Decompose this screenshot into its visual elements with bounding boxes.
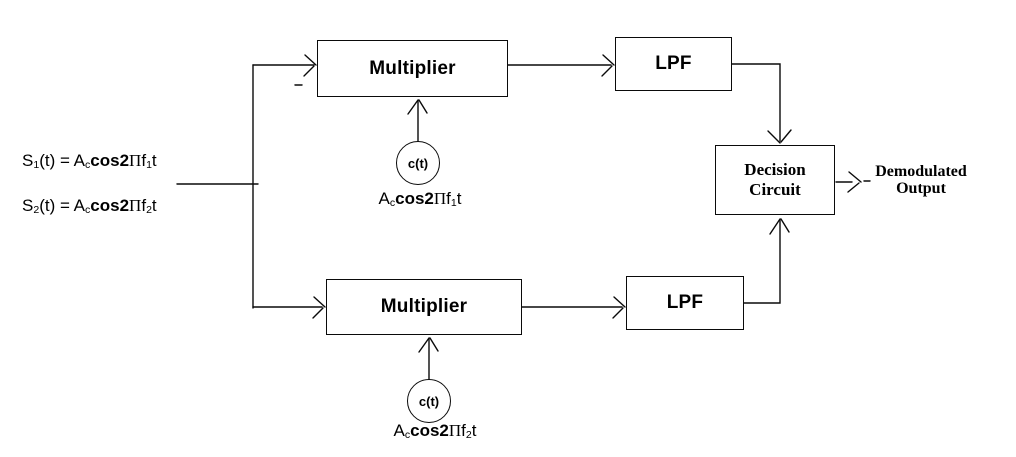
wire-multiplier-bottom-to-lpf-bottom [521,296,626,319]
carrier-formula-bottom: Accos2Πf2t [393,421,477,441]
wire-to-multiplier-bottom [252,296,326,319]
block-lpf-bottom: LPF [626,276,744,330]
carrier-node-top-label: c(t) [407,155,429,171]
wire-to-multiplier-top [252,54,317,77]
wire-multiplier-top-to-lpf-top [507,54,615,77]
block-decision-circuit-label: Decision Circuit [744,160,805,200]
carrier-node-bottom: c(t) [407,379,451,423]
wire-lpf-bottom-to-decision [743,218,790,304]
wire-lpf-top-to-decision [731,63,792,144]
wire-carrier-bottom-to-multiplier [418,337,439,380]
demodulated-output-label: Demodulated Output [866,163,976,197]
demodulated-output-line1: Demodulated [875,163,967,180]
block-multiplier-bottom: Multiplier [326,279,522,335]
decision-label-line1: Decision [744,160,806,179]
wire-carrier-top-to-multiplier [407,99,428,142]
block-lpf-bottom-label: LPF [666,292,704,313]
block-multiplier-top-label: Multiplier [369,57,456,79]
wire-decision-output [835,171,871,193]
block-lpf-top: LPF [615,37,732,91]
carrier-node-top: c(t) [396,141,440,185]
demodulated-output-line2: Output [896,180,946,197]
carrier-formula-top: Accos2Πf1t [378,189,462,209]
block-multiplier-top: Multiplier [317,40,508,97]
input-signal-s1: S1(t) = Accos2Πf1t [22,151,157,171]
decision-label-line2: Circuit [749,180,801,199]
block-lpf-top-label: LPF [655,53,692,74]
input-signal-s2: S2(t) = Accos2Πf2t [22,196,157,216]
block-multiplier-bottom-label: Multiplier [380,296,468,317]
carrier-node-bottom-label: c(t) [418,393,440,409]
block-decision-circuit: Decision Circuit [715,145,835,215]
